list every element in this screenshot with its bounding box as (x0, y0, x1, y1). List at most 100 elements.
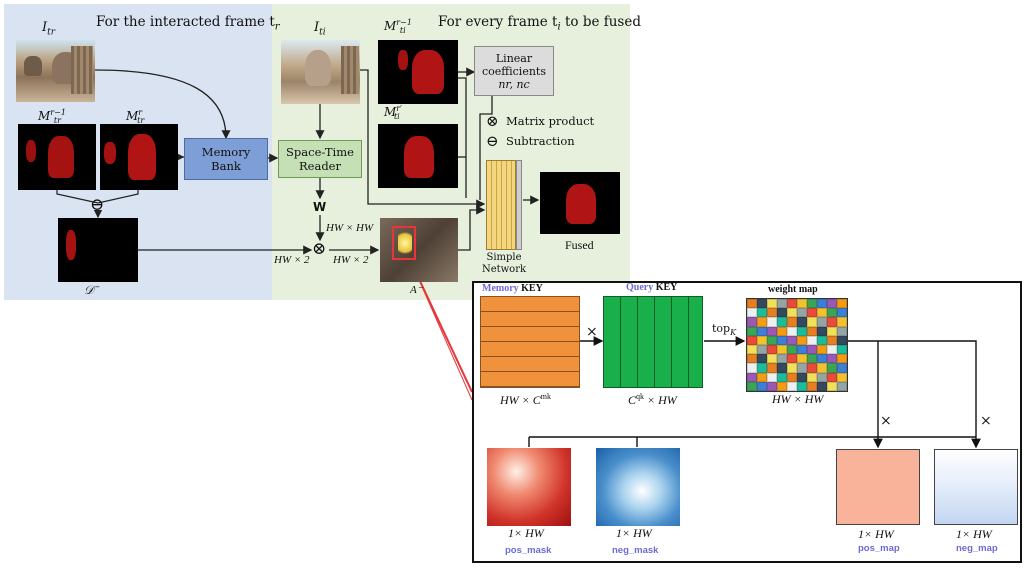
weight-map-cell (837, 372, 847, 382)
mask-interacted (100, 124, 178, 190)
mask-prev-interacted (18, 124, 96, 190)
weight-map-cell (747, 326, 757, 336)
diff-mask-label: 𝒟⁻ (84, 283, 98, 297)
weight-map-cell (767, 381, 777, 391)
weight-map-cell (777, 372, 787, 382)
pos-mask-image (487, 448, 571, 526)
neg-map-image (934, 449, 1018, 525)
weight-map-cell (817, 354, 827, 364)
zoom-region-box (392, 226, 416, 260)
mask-fused-frame (378, 124, 458, 188)
weight-map-cell (827, 363, 837, 373)
camel-photo-fused-frame (281, 40, 360, 104)
weight-map-cell (757, 317, 767, 327)
weight-map-cell (837, 299, 847, 309)
weight-map-cell (757, 326, 767, 336)
weight-map-cell (777, 363, 787, 373)
weight-map-cell (787, 344, 797, 355)
weight-map-cell (787, 317, 797, 327)
fused-label: Fused (565, 238, 594, 252)
weight-map-cell (837, 326, 847, 336)
weight-map-cell (787, 299, 797, 309)
weight-map-cell (827, 372, 837, 382)
mask-ti-label: Mr′ti (384, 104, 402, 122)
weight-map-cell (767, 326, 777, 336)
weight-map-cell (777, 335, 787, 345)
matrix-product-legend: Matrix product (506, 114, 595, 128)
weight-map-cell (747, 381, 757, 391)
weight-map-cell (807, 363, 817, 373)
weight-map-cell (837, 363, 847, 373)
fused-mask-image (540, 172, 620, 234)
left-panel-title: For the interacted frame tr (96, 14, 280, 33)
mask-prev-tr-label: Mr−1tr (38, 108, 66, 126)
weight-map-cell (827, 326, 837, 336)
weight-map-cell (807, 299, 817, 309)
weight-map-cell (757, 363, 767, 373)
mask-tr-label: Mrtr (126, 108, 145, 126)
weight-map-cell (817, 344, 827, 355)
weight-map-cell (827, 344, 837, 355)
weight-map-title: weight map (768, 284, 818, 295)
weight-map-cell (807, 326, 817, 336)
times-operator-2: × (880, 413, 892, 429)
weight-map-cell (797, 354, 807, 364)
weight-map-cell (797, 308, 807, 318)
simple-network-block (486, 160, 522, 250)
query-key-block (603, 296, 703, 388)
pos-mask-dim: 1× HW (508, 526, 544, 540)
weight-map-cell (747, 308, 757, 318)
weight-map-cell (757, 381, 767, 391)
weight-map-cell (837, 317, 847, 327)
weight-map-cell (747, 299, 757, 309)
mask-prev-fused-frame (378, 40, 458, 104)
weight-map-cell (837, 354, 847, 364)
weight-map-cell (797, 381, 807, 391)
weight-map-cell (767, 344, 777, 355)
simple-network-label: Simple Network (481, 252, 527, 275)
weight-map-cell (817, 372, 827, 382)
matrix-product-symbol: ⊗ (486, 112, 499, 130)
weight-map-cell (797, 344, 807, 355)
neg-mask-dim: 1× HW (616, 526, 652, 540)
subtraction-legend: Subtraction (506, 134, 575, 148)
weight-map-dim: HW × HW (772, 392, 824, 406)
space-time-reader-block: Space-Time Reader (278, 140, 362, 178)
weight-map-cell (797, 372, 807, 382)
hw-2-left-dim: HW × 2 (274, 254, 310, 266)
weight-map-cell (777, 299, 787, 309)
weight-map-cell (757, 354, 767, 364)
memory-key-dim: HW × Cmk (500, 392, 551, 407)
weight-map-cell (767, 372, 777, 382)
pos-map-image (836, 449, 920, 525)
neg-map-label: neg_map (956, 543, 998, 554)
weight-map-cell (807, 335, 817, 345)
weight-map-cell (767, 354, 777, 364)
weight-map-cell (747, 317, 757, 327)
neg-map-dim: 1× HW (956, 527, 992, 541)
memory-key-block (480, 296, 580, 388)
weight-map-cell (837, 381, 847, 391)
weight-map-cell (827, 354, 837, 364)
weight-map-cell (767, 299, 777, 309)
weight-map-cell (817, 317, 827, 327)
weight-map-cell (757, 299, 767, 309)
weight-map-cell (777, 308, 787, 318)
weight-map-cell (777, 354, 787, 364)
weight-map-cell (827, 381, 837, 391)
times-operator-3: × (980, 413, 992, 429)
weight-map-cell (767, 317, 777, 327)
weight-map-cell (777, 381, 787, 391)
neg-mask-image (596, 448, 680, 526)
linear-coefficients-block: Linear coefficients nr, nc (474, 46, 554, 96)
weight-map-cell (817, 363, 827, 373)
attention-map-image (380, 218, 458, 282)
weight-map-cell (827, 299, 837, 309)
weight-map-cell (787, 381, 797, 391)
pos-map-dim: 1× HW (858, 527, 894, 541)
topk-label: topK (712, 322, 737, 338)
weight-map-cell (797, 317, 807, 327)
weight-map-cell (827, 308, 837, 318)
weight-map-cell (797, 335, 807, 345)
